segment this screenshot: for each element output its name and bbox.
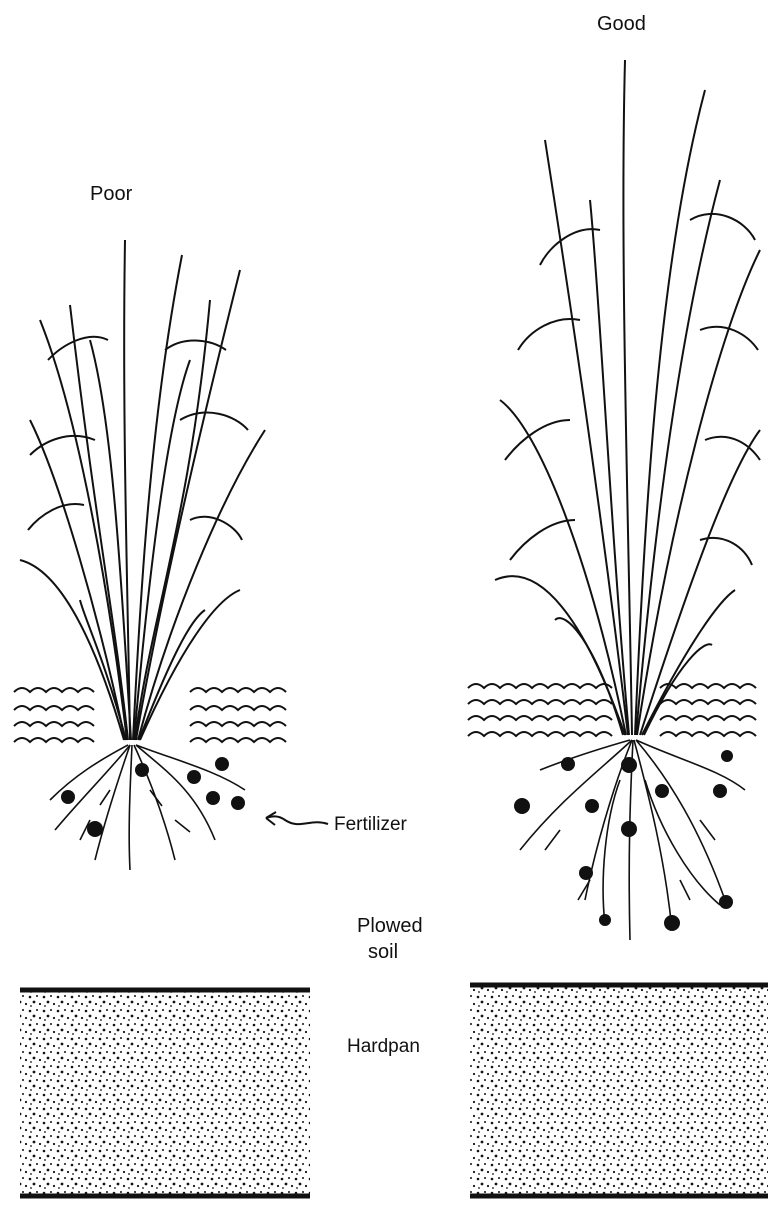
poor-plant-drooping-tips: [28, 337, 248, 540]
label-good: Good: [597, 13, 646, 35]
label-hardpan: Hardpan: [347, 1036, 420, 1057]
hardpan-left: [20, 990, 310, 1196]
poor-plant-leaves: [20, 240, 265, 740]
water-lines-right: [468, 684, 756, 736]
hardpan-right: [470, 985, 768, 1196]
good-plant-drooping-tips: [505, 214, 760, 565]
label-plowed-soil-line2: soil: [368, 941, 398, 963]
good-plant-leaves: [495, 60, 760, 735]
label-poor: Poor: [90, 183, 133, 205]
label-fertilizer: Fertilizer: [334, 814, 408, 835]
fertilizer-arrow: [266, 812, 328, 825]
label-plowed-soil-line1: Plowed: [357, 915, 423, 937]
